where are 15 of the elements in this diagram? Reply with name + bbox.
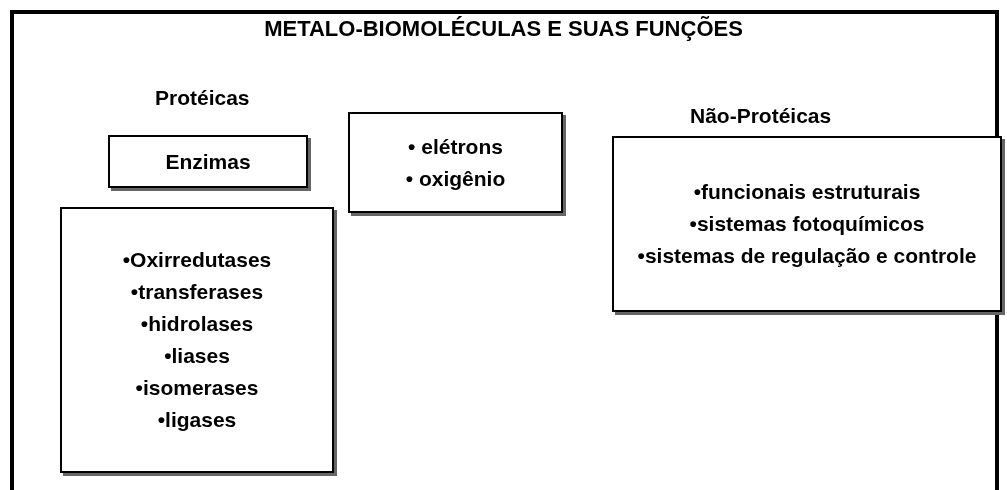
list-item: •ligases bbox=[157, 407, 237, 433]
list-item: • elétrons bbox=[408, 133, 503, 160]
list-item: •isomerases bbox=[135, 375, 259, 401]
list-item: •transferases bbox=[130, 279, 264, 305]
list-item: •Oxirredutases bbox=[122, 247, 272, 273]
list-item: • oxigênio bbox=[405, 165, 506, 192]
list-item: •funcionais estruturais bbox=[693, 179, 921, 205]
list-item: •hidrolases bbox=[140, 311, 254, 337]
list-item: Enzimas bbox=[165, 148, 251, 175]
list-item: •sistemas de regulação e controle bbox=[637, 243, 977, 269]
group-heading: Protéicas bbox=[155, 86, 250, 110]
box-heading: Não-Protéicas bbox=[690, 104, 832, 128]
diagram-title: METALO-BIOMOLÉCULAS E SUAS FUNÇÕES bbox=[263, 16, 744, 42]
list-item: •sistemas fotoquímicos bbox=[689, 211, 925, 237]
list-item: •liases bbox=[164, 343, 230, 369]
